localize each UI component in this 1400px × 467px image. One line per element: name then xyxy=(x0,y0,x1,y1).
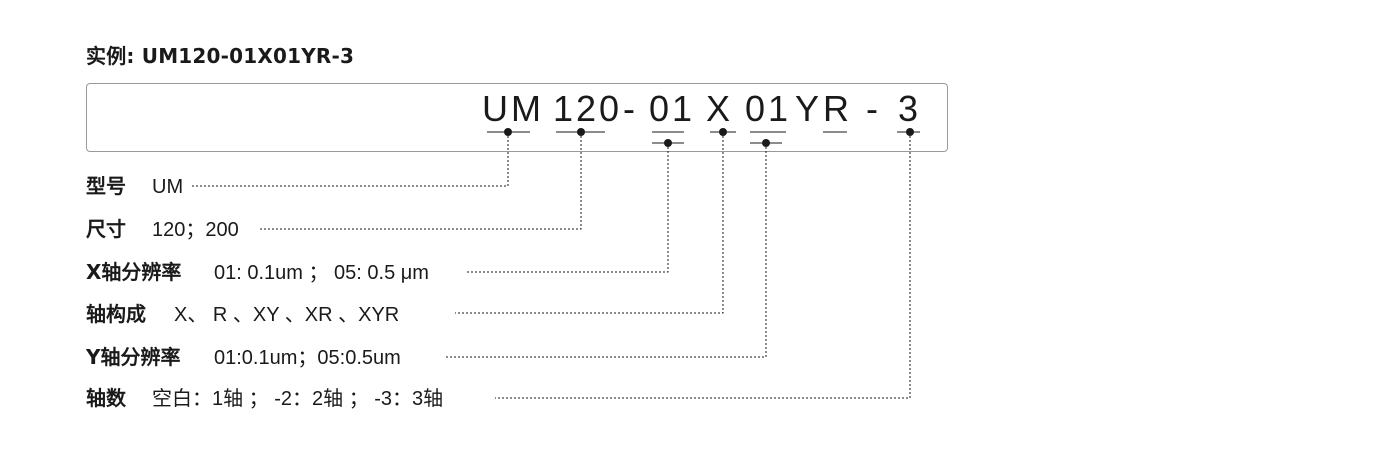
spec-row-x-resolution: X轴分辨率 01: 0.1um ； 05: 0.5 μm xyxy=(86,260,429,284)
spec-label: Y轴分辨率 xyxy=(86,345,181,369)
spec-values: UM xyxy=(152,176,184,198)
code-segment-y-resolution: 01 xyxy=(745,88,792,129)
spec-row-model: 型号 UM xyxy=(86,174,183,198)
spec-row-axis-count: 轴数 空白：1轴 ； -2：2轴 ； -3：3轴 xyxy=(86,386,443,410)
spec-values: 01:0.1um；05:0.5um xyxy=(214,347,401,369)
code-segment-r-letter: R xyxy=(823,88,852,129)
model-code-box xyxy=(86,83,948,152)
spec-label: X轴分辨率 xyxy=(86,260,182,284)
code-segment-axis-composition: X xyxy=(706,88,734,129)
connector-dot xyxy=(577,128,585,136)
leader-line-size xyxy=(258,136,582,230)
code-segment-axis-count: 3 xyxy=(898,88,922,129)
spec-label: 轴数 xyxy=(86,386,126,410)
code-segment-um: UM xyxy=(482,88,544,129)
connector-dot xyxy=(664,139,672,147)
spec-label: 尺寸 xyxy=(86,217,126,241)
leader-line-x-resolution xyxy=(467,147,669,273)
spec-row-size: 尺寸 120；200 xyxy=(86,217,239,241)
connector-dot xyxy=(762,139,770,147)
code-segment-size: 120 xyxy=(553,88,623,129)
code-segment-x-resolution: 01 xyxy=(649,88,696,129)
leader-line-axis-composition xyxy=(455,136,724,314)
spec-values: 空白：1轴 ； -2：2轴 ； -3：3轴 xyxy=(152,388,444,410)
spec-row-y-resolution: Y轴分辨率 01:0.1um；05:0.5um xyxy=(86,345,401,369)
spec-row-axis-composition: 轴构成 X、 R 、XY 、XR 、XYR xyxy=(86,302,399,326)
spec-values: 120；200 xyxy=(152,219,239,241)
spec-label: 轴构成 xyxy=(86,302,146,326)
leader-line-axis-count xyxy=(495,136,911,399)
connector-dot xyxy=(719,128,727,136)
spec-values: X、 R 、XY 、XR 、XYR xyxy=(174,304,400,326)
connector-dot xyxy=(504,128,512,136)
leader-line-y-resolution xyxy=(446,147,767,358)
code-segment-dash: - xyxy=(623,88,638,129)
spec-values: 01: 0.1um ； 05: 0.5 μm xyxy=(214,262,429,284)
connector-dot xyxy=(906,128,914,136)
leader-line-model xyxy=(191,136,509,187)
code-segment-y-letter: Y xyxy=(795,88,823,129)
spec-label: 型号 xyxy=(86,174,126,198)
example-title: 实例: UM120-01X01YR-3 xyxy=(86,44,355,68)
code-segment-dash-2: - xyxy=(866,88,881,129)
